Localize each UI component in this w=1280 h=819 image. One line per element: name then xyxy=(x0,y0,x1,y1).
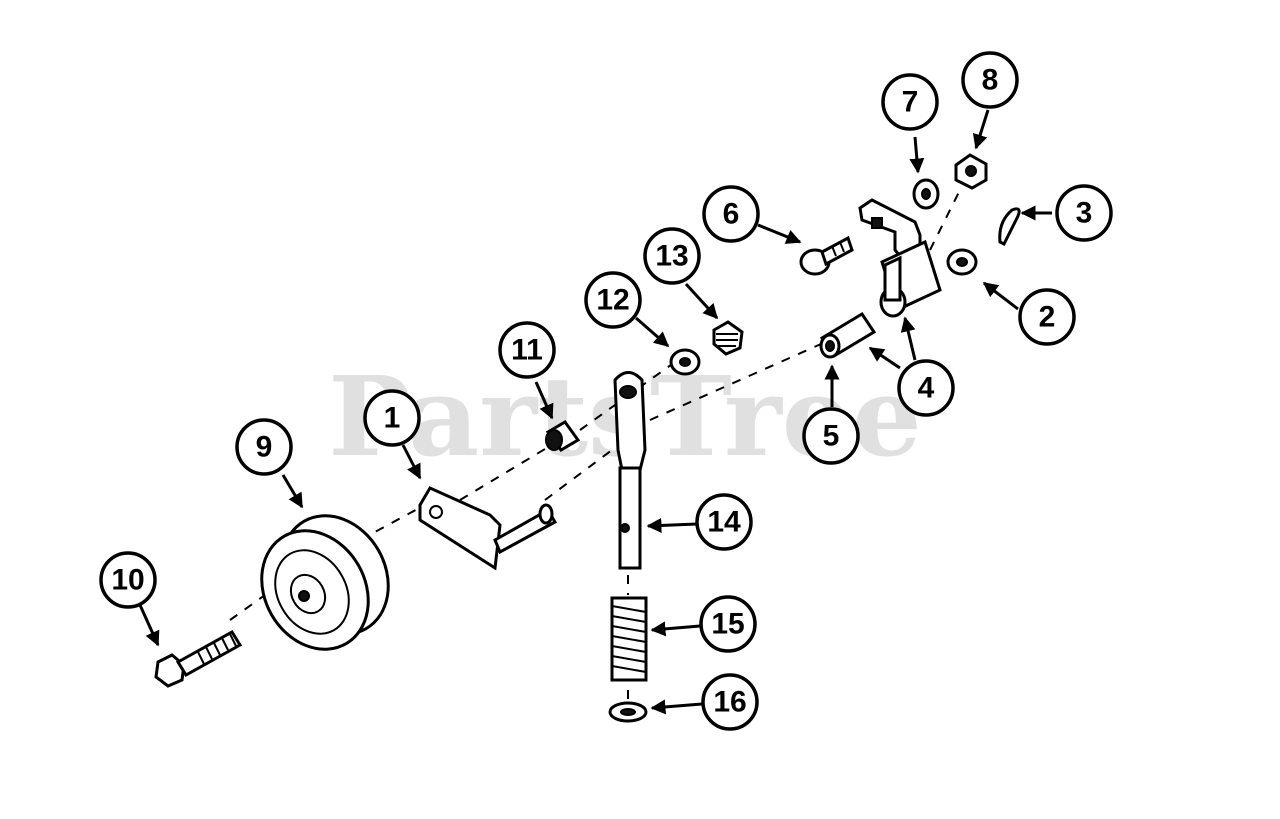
callout-10: 10 xyxy=(99,551,157,609)
callout-8: 8 xyxy=(961,51,1019,109)
callout-15-label: 15 xyxy=(711,608,744,641)
part-idler-arm xyxy=(418,486,558,571)
callout-11: 11 xyxy=(498,321,556,379)
part-bracket xyxy=(858,198,942,318)
callout-6-label: 6 xyxy=(723,198,740,231)
callout-3-label: 3 xyxy=(1076,197,1093,230)
part-nut-13 xyxy=(712,320,744,356)
part-carriage-bolt xyxy=(799,235,854,276)
callout-1-label: 1 xyxy=(384,402,401,435)
callout-14: 14 xyxy=(695,493,753,551)
callout-16-label: 16 xyxy=(713,686,746,719)
callout-15: 15 xyxy=(699,595,757,653)
callout-11-label: 11 xyxy=(511,334,543,367)
callout-5-label: 5 xyxy=(823,420,840,453)
part-bushing xyxy=(545,420,581,452)
part-washer-7 xyxy=(912,178,940,210)
callout-12-label: 12 xyxy=(596,284,629,317)
part-nut-8 xyxy=(954,153,988,190)
callout-12: 12 xyxy=(584,271,642,329)
callout-1: 1 xyxy=(363,389,421,447)
leader-arrows xyxy=(138,109,1052,715)
part-washer-12 xyxy=(669,348,701,376)
part-washer-16 xyxy=(608,701,648,723)
part-bolt xyxy=(154,629,243,688)
callout-3: 3 xyxy=(1055,184,1113,242)
callout-10-label: 10 xyxy=(111,564,144,597)
callout-5: 5 xyxy=(802,407,860,465)
part-spring xyxy=(610,596,648,682)
callout-9-label: 9 xyxy=(256,431,273,464)
callout-4-label: 4 xyxy=(918,372,935,405)
callout-6: 6 xyxy=(702,185,760,243)
callout-8-label: 8 xyxy=(982,64,999,97)
callout-2-label: 2 xyxy=(1039,301,1056,334)
part-rod xyxy=(613,371,647,570)
part-pulley xyxy=(260,514,390,651)
callout-2: 2 xyxy=(1018,288,1076,346)
callout-14-label: 14 xyxy=(707,506,741,539)
callout-7-label: 7 xyxy=(902,86,919,119)
part-cotter-pin xyxy=(998,207,1021,247)
callout-4: 4 xyxy=(897,359,955,417)
callout-13-label: 13 xyxy=(655,240,688,273)
part-washer-2 xyxy=(946,248,978,276)
callout-16: 16 xyxy=(701,673,759,731)
callout-9: 9 xyxy=(235,418,293,476)
callout-13: 13 xyxy=(643,227,701,285)
callout-7: 7 xyxy=(881,73,939,131)
part-pin xyxy=(819,311,877,359)
